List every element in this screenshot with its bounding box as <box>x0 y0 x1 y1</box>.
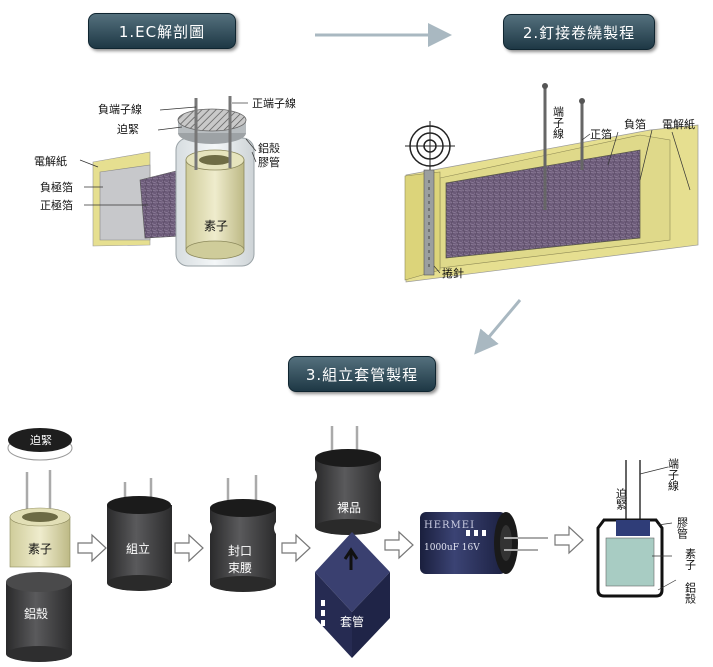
assembly-label-bare: 裸品 <box>337 500 361 515</box>
assembly-label-element: 素子 <box>28 542 52 556</box>
cross-section-diagram <box>596 460 677 598</box>
winding-needle-target-icon <box>405 121 455 171</box>
process-arrow-5 <box>554 525 584 555</box>
step1-title: 1.EC解剖圖 <box>88 13 236 49</box>
sleeved-capacitor <box>420 512 548 574</box>
section-label-al-case: 鋁殼 <box>684 581 697 605</box>
step3-title: 3.組立套管製程 <box>288 356 436 392</box>
seal-cap <box>8 428 72 452</box>
winding-label-neg-foil: 負箔 <box>624 117 646 131</box>
anatomy-label-seal: 迫緊 <box>117 122 139 136</box>
assembly-label-seal-line1: 封口 <box>228 544 252 558</box>
section-label-seal: 迫緊 <box>615 487 628 510</box>
anatomy-label-neg-terminal: 負端子線 <box>98 102 142 116</box>
anatomy-label-pos-foil: 正極箔 <box>40 198 73 212</box>
sleeve-box <box>315 532 390 658</box>
assembly-label-al-case: 鋁殼 <box>24 607 48 621</box>
anatomy-label-pos-terminal: 正端子線 <box>252 96 296 110</box>
anatomy-label-al-case: 鋁殼 <box>258 141 280 155</box>
winding-label-needle: 捲針 <box>442 266 464 280</box>
process-arrow-2 <box>174 533 204 563</box>
winding-label-paper: 電解紙 <box>662 117 695 131</box>
flow-arrow-2-to-3 <box>474 299 522 355</box>
section-label-terminal: 端子線 <box>667 458 680 491</box>
winding-illustration <box>404 83 699 283</box>
anatomy-label-neg-foil: 負極箔 <box>40 180 73 194</box>
anatomy-label-paper: 電解紙 <box>34 154 67 168</box>
assembly-label-seal-line2: 束腰 <box>228 561 252 575</box>
al-case <box>6 582 72 654</box>
assembled-capacitor <box>107 505 172 583</box>
step2-title: 2.釘接卷繞製程 <box>503 14 655 50</box>
capacitor-rating-text: 1000uF 16V <box>424 543 480 553</box>
capacitor-brand-text: HERMEI <box>424 520 475 531</box>
anatomy-illustration <box>79 96 257 267</box>
process-arrow-1 <box>77 533 107 563</box>
section-label-element: 素子 <box>684 548 697 570</box>
process-arrow-4 <box>384 530 414 560</box>
assembly-label-assemble: 組立 <box>126 541 150 556</box>
sealed-capacitor <box>210 508 276 584</box>
assembly-label-sleeve: 套管 <box>340 614 364 629</box>
winding-label-terminal: 端子線 <box>552 106 565 139</box>
sleeve-up-arrow-icon <box>343 547 359 570</box>
assembly-label-seal: 迫緊 <box>30 433 52 447</box>
bare-capacitor <box>315 458 381 527</box>
anatomy-label-element: 素子 <box>204 219 228 233</box>
winding-label-pos-foil: 正箔 <box>590 127 612 141</box>
section-label-sleeve: 膠管 <box>676 517 689 540</box>
process-arrow-3 <box>281 533 311 563</box>
anatomy-label-sleeve: 膠管 <box>258 155 280 169</box>
